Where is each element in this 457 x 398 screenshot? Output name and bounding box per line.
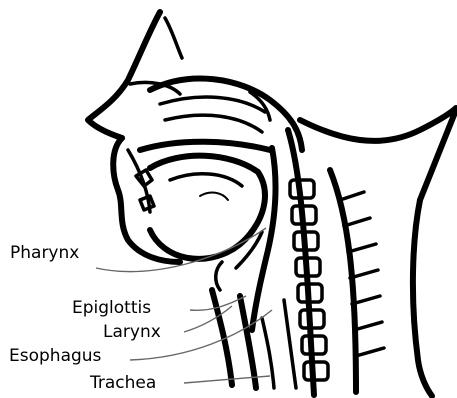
spine: [288, 130, 384, 395]
epiglottis-label: Epiglottis: [72, 298, 151, 318]
face-profile: [88, 12, 182, 262]
pharynx-label: Pharynx: [10, 243, 79, 263]
nasal-cavity: [140, 79, 302, 150]
larynx-label: Larynx: [103, 322, 161, 342]
oral-cavity: [128, 150, 265, 259]
esophagus-label: Esophagus: [9, 346, 102, 366]
trachea-label: Trachea: [89, 373, 156, 393]
